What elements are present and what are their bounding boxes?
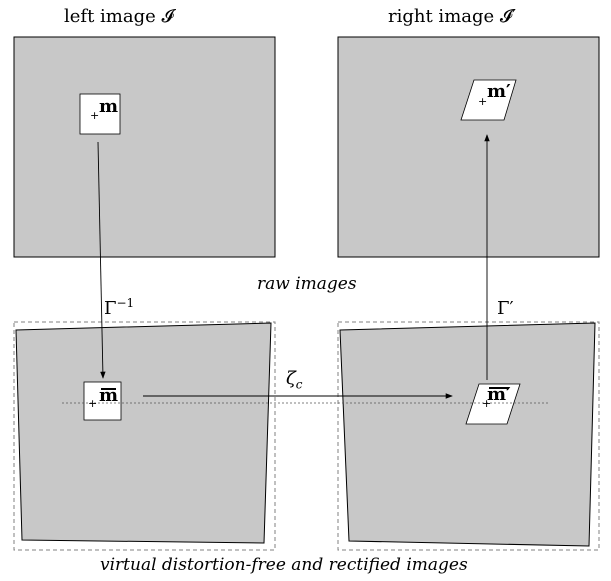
rectified-left-image: [15, 322, 272, 544]
zeta-subscript: c: [295, 377, 303, 392]
left-image-title: left image 𝓘: [64, 6, 174, 27]
rectified-right-frame: [337, 321, 600, 551]
point-m-bar-marker: +: [88, 397, 98, 410]
gamma-inverse-exponent: −1: [116, 296, 135, 310]
raw-images-caption: raw images: [257, 274, 357, 294]
point-m-bar-text: m: [99, 385, 119, 406]
point-m-bar-label: m: [99, 387, 118, 405]
rectified-right-image: [339, 322, 596, 547]
rectified-images-caption: virtual distortion-free and rectified im…: [100, 555, 468, 575]
gamma-prime-label: Γ′: [497, 298, 514, 319]
zeta-symbol: ζ: [286, 368, 296, 389]
gamma-inverse-arrow: [97, 141, 106, 379]
point-m-bar-prime-marker: +: [482, 397, 492, 410]
raw-left-image: [13, 36, 276, 258]
point-m-bar-prime-label: m′: [487, 386, 511, 404]
point-m-label: m: [99, 96, 119, 117]
patch-m: [79, 93, 121, 135]
raw-right-image: [337, 36, 600, 258]
gamma-inverse-label: Γ−1: [104, 297, 134, 319]
zeta-label: ζc: [286, 368, 303, 391]
point-m-bar-prime-text: m′: [487, 384, 511, 405]
point-m-prime-marker: +: [478, 95, 488, 108]
gamma-inverse-symbol: Γ: [104, 298, 117, 319]
patch-m-prime: [460, 79, 517, 121]
point-m-marker: +: [90, 109, 100, 122]
patch-m-bar-prime: [465, 383, 521, 425]
rectified-left-frame: [13, 321, 276, 551]
point-m-prime-label: m′: [487, 81, 511, 102]
right-image-title: right image 𝓘′: [388, 6, 517, 27]
